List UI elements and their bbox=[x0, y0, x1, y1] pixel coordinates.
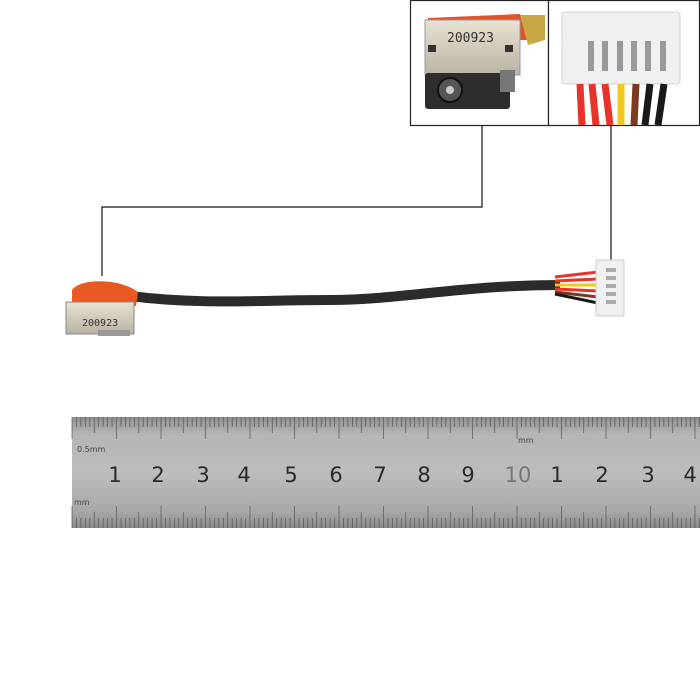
inset-jack-closeup: 200923 bbox=[409, 0, 550, 127]
ruler-number: 1 bbox=[550, 463, 563, 487]
ruler-label-half-mm: 0.5mm bbox=[77, 445, 106, 454]
ruler-number: 2 bbox=[595, 463, 608, 487]
ruler-label-mm: mm bbox=[518, 436, 534, 445]
ruler-number: 2 bbox=[151, 463, 164, 487]
ruler: 0.5mm mm mm 1 2 3 4 5 6 7 8 9 10 1 2 3 4 bbox=[71, 417, 700, 528]
ruler-number: 4 bbox=[683, 463, 696, 487]
ruler-number: 7 bbox=[373, 463, 386, 487]
inset-stamp-text: 200923 bbox=[447, 31, 494, 46]
ruler-number: 9 bbox=[461, 463, 474, 487]
ruler-number: 3 bbox=[196, 463, 209, 487]
ruler-number: 6 bbox=[329, 463, 342, 487]
ruler-number: 1 bbox=[108, 463, 121, 487]
leader-line-jack bbox=[101, 125, 483, 276]
power-jack-cable: 200923 bbox=[65, 259, 625, 336]
inset-connector-closeup bbox=[547, 0, 700, 127]
jack-stamp-text: 200923 bbox=[82, 318, 118, 329]
ruler-number: 8 bbox=[417, 463, 430, 487]
ruler-number: 4 bbox=[237, 463, 250, 487]
ruler-label-mm-bottom: mm bbox=[74, 498, 90, 507]
ruler-number: 3 bbox=[641, 463, 654, 487]
ruler-number: 10 bbox=[505, 463, 532, 487]
ruler-number: 5 bbox=[284, 463, 297, 487]
